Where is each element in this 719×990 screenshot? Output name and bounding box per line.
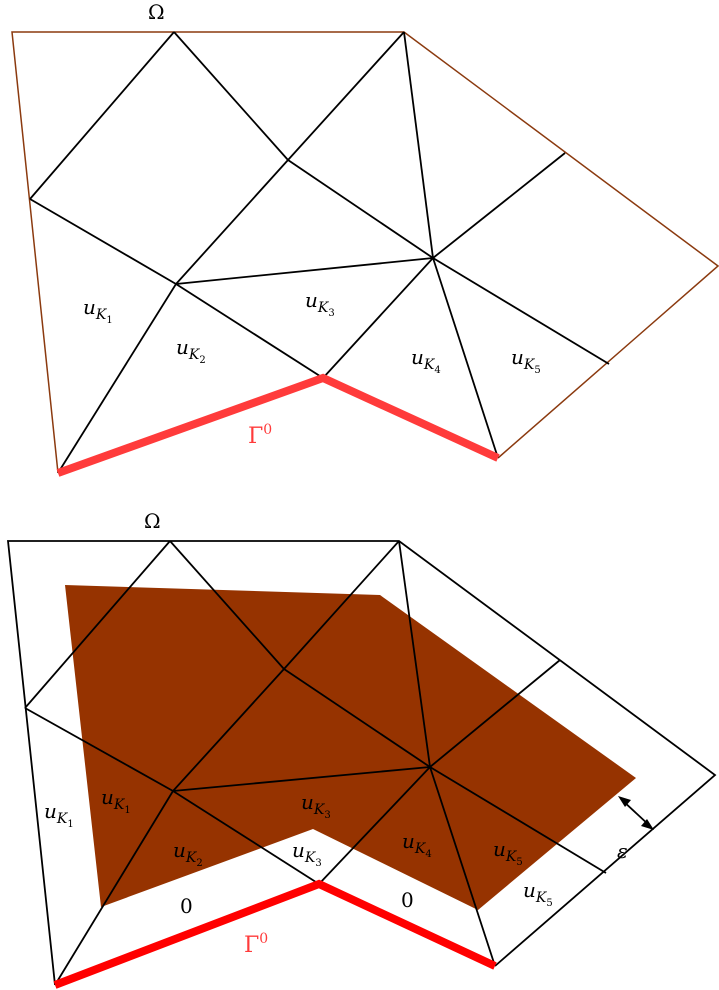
bottom-inner-label-k5: uK5	[493, 837, 523, 868]
bottom-inner-label-k3: uK3	[301, 790, 331, 821]
top-mesh	[29, 31, 610, 474]
bottom-outer-label-k1: uK1	[44, 799, 74, 830]
bottom-outer-label-k5: uK5	[523, 878, 553, 909]
bottom-inner-label-k2: uK2	[173, 838, 203, 869]
bottom-panel: Ω Γ0 ε 0 0 uK1 uK2 uK3 uK4 uK5 uK1 uK3	[6, 509, 717, 989]
zero-label-left: 0	[180, 894, 193, 918]
zero-label-right: 0	[401, 888, 414, 912]
epsilon-arrow	[618, 796, 654, 830]
bottom-inner-label-k4: uK4	[402, 829, 432, 860]
top-cell-label-k2: uK2	[176, 335, 206, 366]
top-gamma0-label: Γ0	[248, 422, 272, 449]
bottom-outer-label-k3: uK3	[292, 838, 322, 869]
top-gamma0-boundary	[56, 373, 500, 477]
top-cell-label-k3: uK3	[305, 288, 335, 319]
bottom-gamma0-label: Γ0	[244, 931, 268, 958]
top-cell-label-k1: uK1	[83, 295, 113, 326]
top-cell-label-k5: uK5	[511, 345, 541, 376]
top-cell-label-k4: uK4	[411, 345, 441, 376]
epsilon-label: ε	[617, 839, 628, 863]
bottom-inner-label-k1: uK1	[101, 785, 131, 816]
bottom-gamma0-boundary	[53, 879, 497, 989]
top-panel: Ω Γ0 uK1 uK2 uK3 uK4 uK5	[11, 0, 719, 477]
bottom-omega-label: Ω	[144, 509, 161, 533]
top-omega-label: Ω	[148, 0, 165, 24]
bottom-shrunken-region	[65, 585, 636, 910]
bottom-mesh	[24, 540, 607, 986]
